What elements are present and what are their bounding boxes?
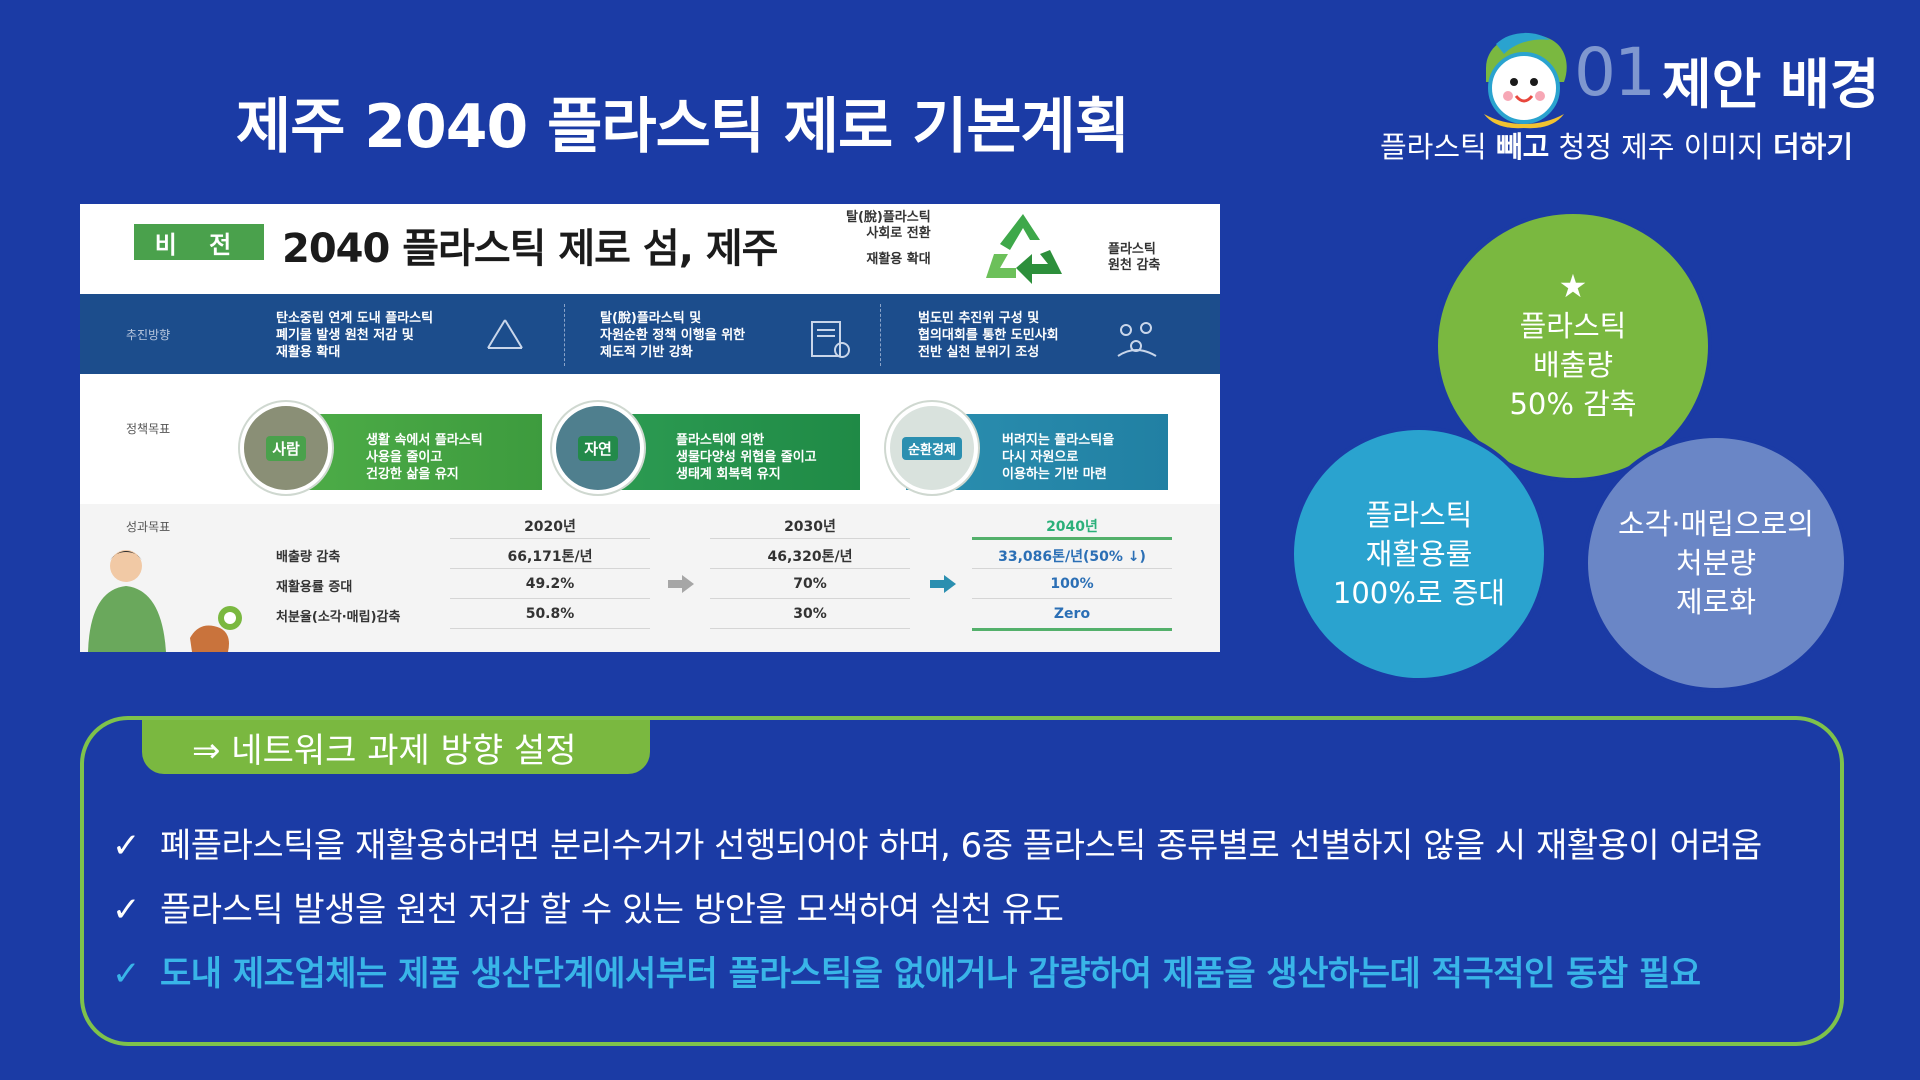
policy-circle: 사람	[240, 402, 332, 494]
check-icon: ✓	[112, 826, 141, 866]
subtitle-part: 청정 제주 이미지	[1549, 130, 1773, 164]
goal-line: 배출량	[1532, 347, 1614, 382]
vision-side-line: 탈(脫)플라스틱	[846, 210, 931, 225]
goal-line: 재활용률	[1365, 536, 1473, 571]
table-cell: 50.8%	[525, 606, 575, 622]
check-item-text: 폐플라스틱을 재활용하려면 분리수거가 선행되어야 하며, 6종 플라스틱 종류…	[160, 826, 1762, 866]
goal-line: 100%로 증대	[1332, 575, 1506, 610]
table-line	[972, 628, 1172, 631]
year-header: 2040년	[1046, 519, 1098, 535]
plan-infographic: 비 전 2040 플라스틱 제로 섬, 제주 탈(脫)플라스틱 사회로 전환 재…	[80, 204, 1220, 652]
table-cell: 100%	[1050, 576, 1094, 592]
goal-line: 플라스틱	[1519, 308, 1627, 343]
network-panel	[80, 716, 1844, 1046]
policy-tag: 자연	[578, 435, 618, 461]
table-cell: 49.2%	[525, 576, 575, 592]
vision-side-line: 재활용 확대	[866, 252, 931, 267]
table-line	[972, 568, 1172, 569]
table-line	[450, 628, 650, 629]
table-line	[972, 537, 1172, 540]
strategy-label: 추진방향	[126, 328, 171, 342]
goal-recycle-circle: 플라스틱 재활용률 100%로 증대	[1290, 426, 1548, 682]
row-label: 재활용률 증대	[276, 580, 353, 595]
result-label: 성과목표	[126, 520, 171, 534]
table-cell: 33,086톤/년(50% ↓)	[998, 549, 1146, 565]
row-label: 배출량 감축	[276, 550, 341, 565]
table-line	[710, 538, 910, 539]
subtitle-part: 플라스틱	[1380, 130, 1496, 164]
policy-tag: 순환경제	[902, 436, 962, 460]
check-icon: ✓	[112, 890, 141, 930]
star-icon: ★	[1558, 266, 1588, 305]
result-area	[80, 504, 1220, 652]
goal-line: 제로화	[1675, 584, 1757, 619]
check-item-text: 도내 제조업체는 제품 생산단계에서부터 플라스틱을 없애거나 감량하여 제품을…	[160, 954, 1701, 994]
table-line	[972, 598, 1172, 599]
network-tab-label: ⇒ 네트워크 과제 방향 설정	[142, 720, 650, 774]
section-number: 01	[1574, 34, 1656, 111]
table-cell: 46,320톤/년	[767, 549, 853, 565]
section-subtitle: 플라스틱 빼고 청정 제주 이미지 더하기	[1380, 124, 1853, 166]
table-line	[450, 598, 650, 599]
divider	[880, 304, 882, 366]
subtitle-emphasis: 더하기	[1772, 130, 1854, 164]
vision-side-line: 사회로 전환	[866, 226, 931, 241]
table-line	[710, 628, 910, 629]
recycle-icon	[986, 214, 1062, 284]
table-cell: Zero	[1053, 606, 1091, 622]
vision-side-right: 플라스틱 원천 감축	[1108, 242, 1161, 273]
people-icon	[1117, 322, 1157, 357]
goal-line: 50% 감축	[1509, 386, 1637, 421]
document-icon	[811, 321, 850, 358]
strategy-item: 탈(脫)플라스틱 및 자원순환 정책 이행을 위한 제도적 기반 강화	[600, 311, 746, 360]
vision-side-left: 탈(脫)플라스틱 사회로 전환 재활용 확대	[846, 210, 931, 268]
person-with-dog-illustration	[88, 550, 242, 652]
page-title: 제주 2040 플라스틱 제로 기본계획	[236, 92, 1130, 162]
strategy-item: 범도민 추진위 구성 및 협의대회를 통한 도민사회 전반 실천 분위기 조성	[918, 311, 1059, 360]
goal-line: 소각·매립으로의	[1618, 506, 1814, 541]
right-arrow-icon	[668, 575, 694, 593]
mascot-logo-icon	[1484, 32, 1567, 129]
table-line	[450, 538, 650, 539]
table-line	[710, 568, 910, 569]
check-item: ✓ 폐플라스틱을 재활용하려면 분리수거가 선행되어야 하며, 6종 플라스틱 종…	[106, 818, 1762, 867]
section-title: 제안 배경	[1662, 53, 1880, 116]
policy-label: 정책목표	[126, 422, 171, 436]
strategy-item: 탄소중립 연계 도내 플라스틱 폐기물 발생 원천 저감 및 재활용 확대	[276, 311, 434, 360]
table-line	[450, 568, 650, 569]
subtitle-emphasis: 빼고	[1495, 130, 1550, 164]
policy-circle: 순환경제	[886, 402, 978, 494]
table-cell: 66,171톤/년	[507, 549, 593, 565]
table-cell: 30%	[793, 606, 827, 622]
goal-line: 처분량	[1675, 545, 1757, 580]
table-cell: 70%	[793, 576, 827, 592]
check-item-text: 플라스틱 발생을 원천 저감 할 수 있는 방안을 모색하여 실천 유도	[160, 890, 1064, 930]
recycle-outline-icon	[487, 319, 523, 349]
strategy-band	[80, 294, 1220, 374]
policy-tag: 사람	[266, 435, 306, 461]
divider	[564, 304, 566, 366]
row-label: 처분율(소각·매립)감축	[276, 610, 401, 625]
vision-tag: 비 전	[134, 224, 264, 260]
vision-text: 2040 플라스틱 제로 섬, 제주	[282, 226, 778, 272]
goal-emission-circle: ★ 플라스틱 배출량 50% 감축	[1434, 210, 1712, 482]
check-item: ✓ 플라스틱 발생을 원천 저감 할 수 있는 방안을 모색하여 실천 유도	[106, 882, 1064, 931]
year-header: 2030년	[784, 519, 836, 535]
goal-line: 플라스틱	[1365, 497, 1473, 532]
policy-circle: 자연	[552, 402, 644, 494]
right-arrow-icon	[930, 575, 956, 593]
year-header: 2020년	[524, 519, 576, 535]
check-item-highlight: ✓ 도내 제조업체는 제품 생산단계에서부터 플라스틱을 없애거나 감량하여 제품…	[106, 946, 1701, 995]
table-line	[710, 598, 910, 599]
check-icon: ✓	[112, 954, 141, 994]
goal-disposal-circle: 소각·매립으로의 처분량 제로화	[1584, 434, 1848, 692]
